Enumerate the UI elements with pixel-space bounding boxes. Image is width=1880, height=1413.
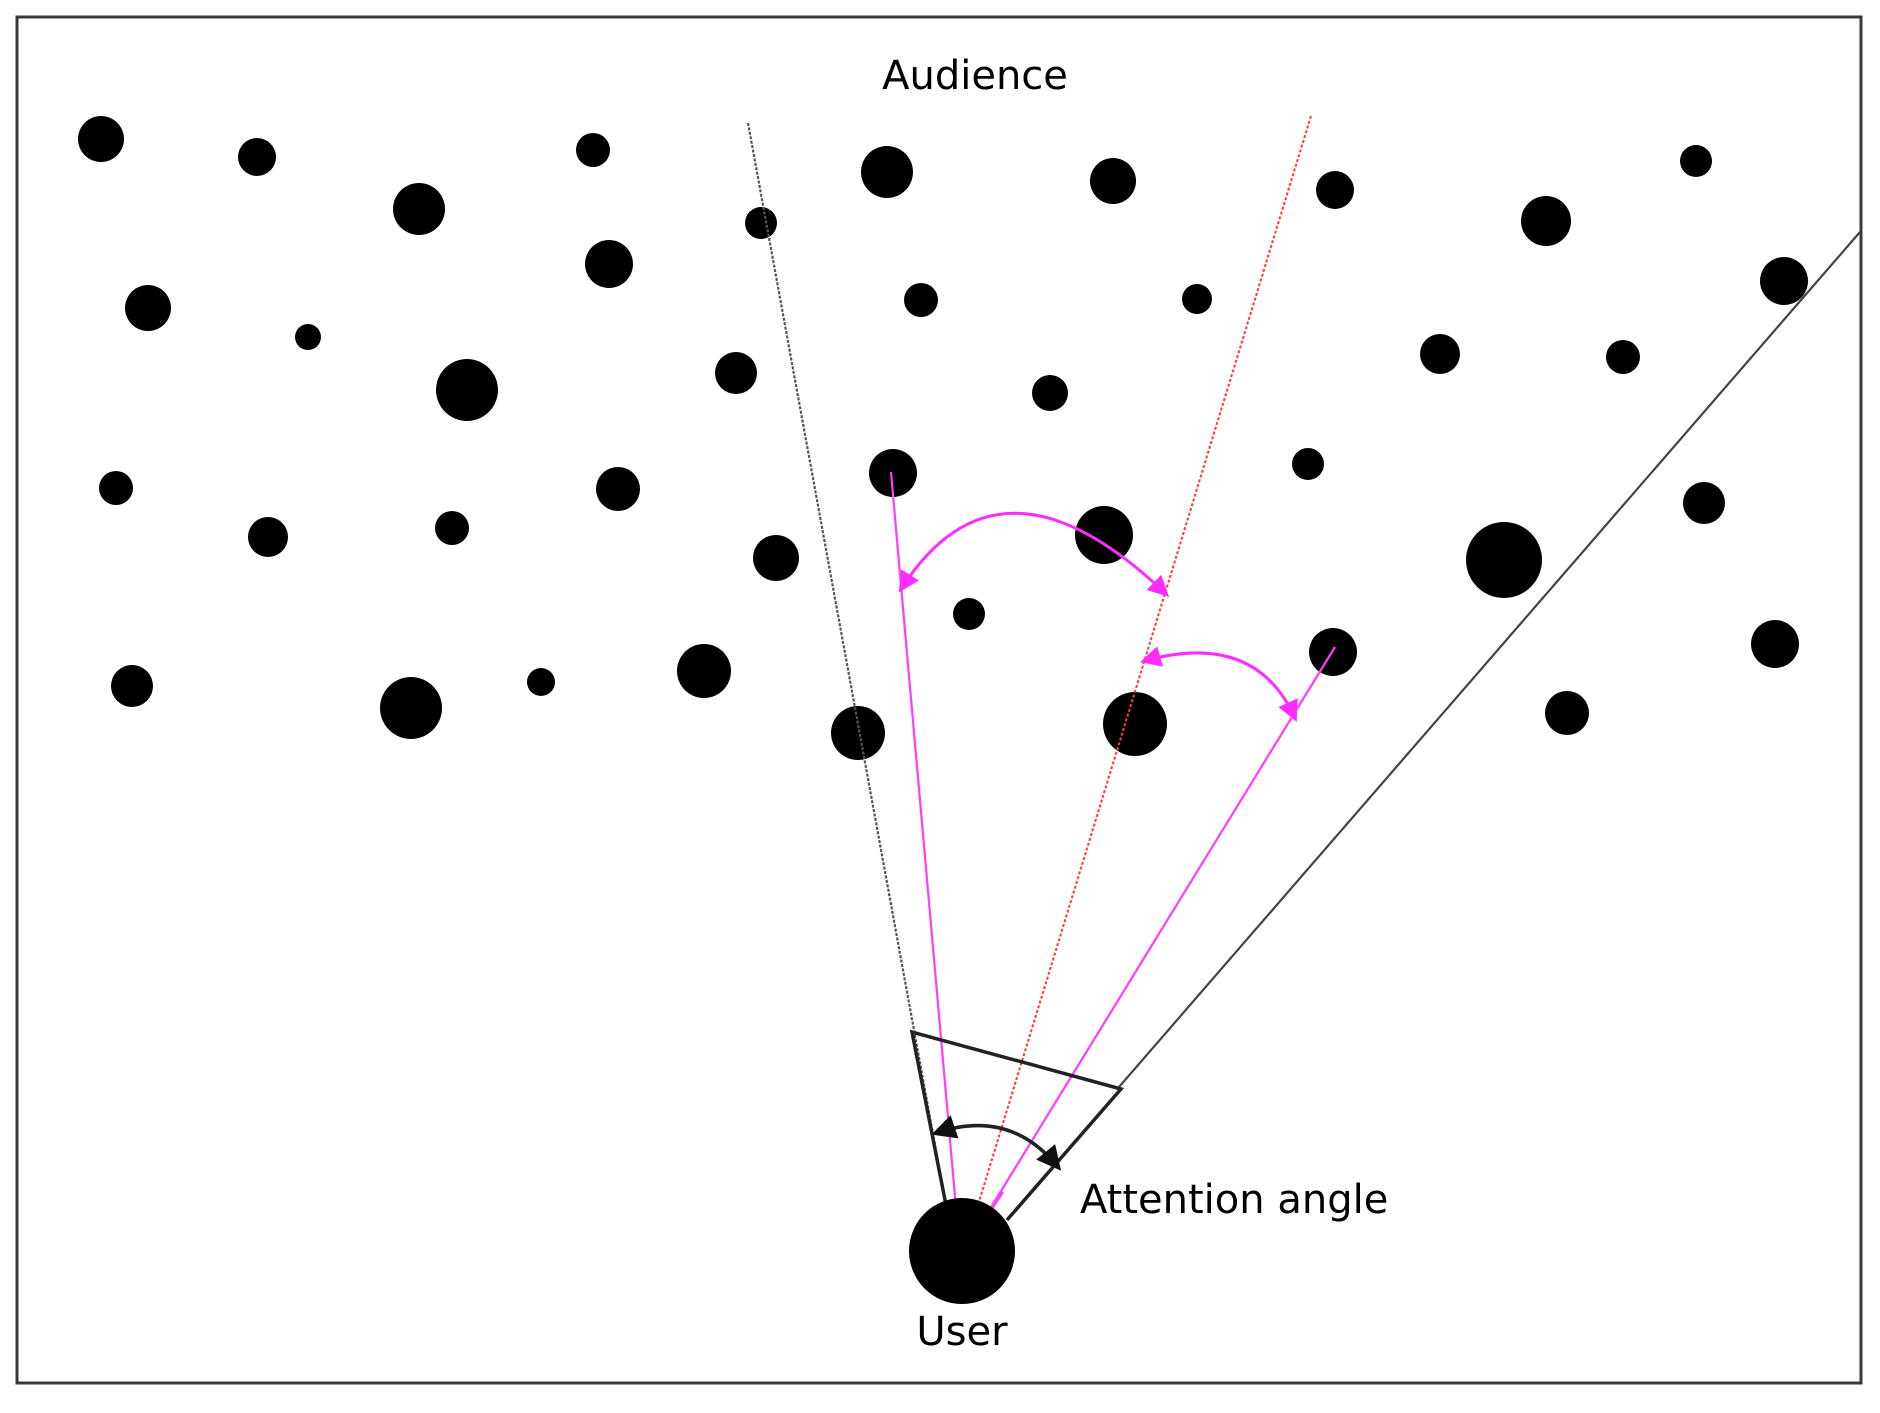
diagram-frame xyxy=(15,15,1863,1385)
audience-member-dot xyxy=(745,207,777,239)
audience-member-dot xyxy=(869,449,917,497)
audience-member-dot xyxy=(1683,482,1725,524)
audience-member-dot xyxy=(753,535,799,581)
audience-member-dot xyxy=(585,240,633,288)
audience-member-dot xyxy=(1680,145,1712,177)
audience-member-dot xyxy=(861,146,913,198)
audience-member-dot xyxy=(596,467,640,511)
audience-member-dot xyxy=(111,665,153,707)
attention-angle-label: Attention angle xyxy=(1080,1177,1388,1223)
audience-member-dot xyxy=(1760,257,1808,305)
audience-member-dot xyxy=(1316,171,1354,209)
audience-member-dot xyxy=(99,471,133,505)
audience-member-dot xyxy=(1420,334,1460,374)
audience-member-dot xyxy=(1103,692,1167,756)
audience-member-dot xyxy=(435,511,469,545)
audience-member-dot xyxy=(1182,284,1212,314)
audience-member-dot xyxy=(1292,448,1324,480)
user-label: User xyxy=(916,1309,1008,1355)
audience-member-dot xyxy=(1521,196,1571,246)
right-view-boundary-line xyxy=(1118,231,1861,1088)
audience-member-dot xyxy=(125,285,171,331)
audience-member-dot xyxy=(1545,691,1589,735)
audience-member-dot xyxy=(576,133,610,167)
audience-member-dot xyxy=(953,598,985,630)
audience-member-dot xyxy=(1466,522,1542,598)
audience-member-dot xyxy=(1751,620,1799,668)
audience-member-dot xyxy=(1075,506,1133,564)
audience-label: Audience xyxy=(882,53,1068,99)
audience-member-dot xyxy=(436,359,498,421)
audience-member-dot xyxy=(527,668,555,696)
audience-group xyxy=(78,116,1808,760)
audience-member-dot xyxy=(1032,375,1068,411)
user-dot xyxy=(909,1198,1015,1304)
audience-member-dot xyxy=(393,183,445,235)
angle-arc-upper xyxy=(898,511,1170,597)
attention-angle-arc xyxy=(931,1115,1062,1171)
audience-member-dot xyxy=(831,706,885,760)
audience-member-dot xyxy=(677,644,731,698)
left-view-boundary-line xyxy=(746,122,948,1206)
audience-member-dot xyxy=(248,517,288,557)
audience-member-dot xyxy=(78,116,124,162)
audience-member-dot xyxy=(904,283,938,317)
audience-member-dot xyxy=(238,138,276,176)
audience-member-dot xyxy=(1090,158,1136,204)
angle-arc-lower xyxy=(1139,646,1298,722)
audience-member-dot xyxy=(295,324,321,350)
audience-member-dot xyxy=(715,352,757,394)
audience-member-dot xyxy=(380,677,442,739)
audience-member-dot xyxy=(1606,340,1640,374)
attention-fan-outline xyxy=(909,1029,1125,1222)
